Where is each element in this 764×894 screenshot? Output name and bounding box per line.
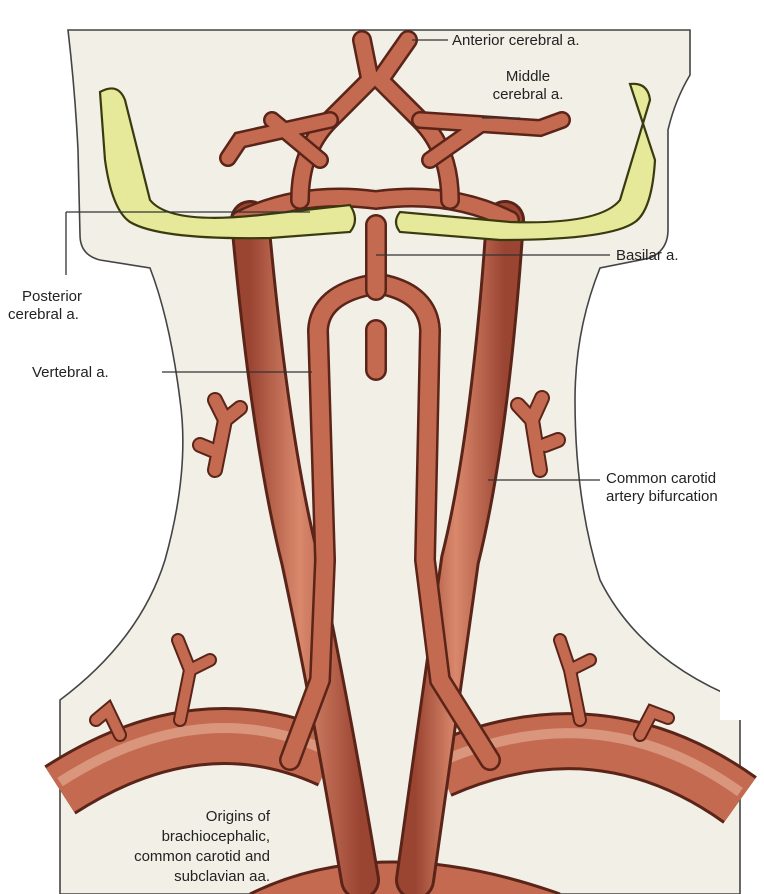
label-origins-1: Origins of <box>60 808 270 826</box>
label-posterior-cerebral-1: Posterior <box>22 288 82 306</box>
label-origins-4: subclavian aa. <box>60 868 270 886</box>
label-vertebral: Vertebral a. <box>32 364 109 382</box>
label-carotid-bifurcation-2: artery bifurcation <box>606 488 718 506</box>
label-carotid-bifurcation-1: Common carotid <box>606 470 716 488</box>
label-posterior-cerebral-2: cerebral a. <box>8 306 79 324</box>
label-middle-cerebral-1: Middle <box>478 68 578 86</box>
label-basilar: Basilar a. <box>616 247 679 265</box>
label-origins-3: common carotid and <box>40 848 270 866</box>
label-origins-2: brachiocephalic, <box>60 828 270 846</box>
label-anterior-cerebral: Anterior cerebral a. <box>452 32 580 50</box>
label-middle-cerebral-2: cerebral a. <box>478 86 578 104</box>
